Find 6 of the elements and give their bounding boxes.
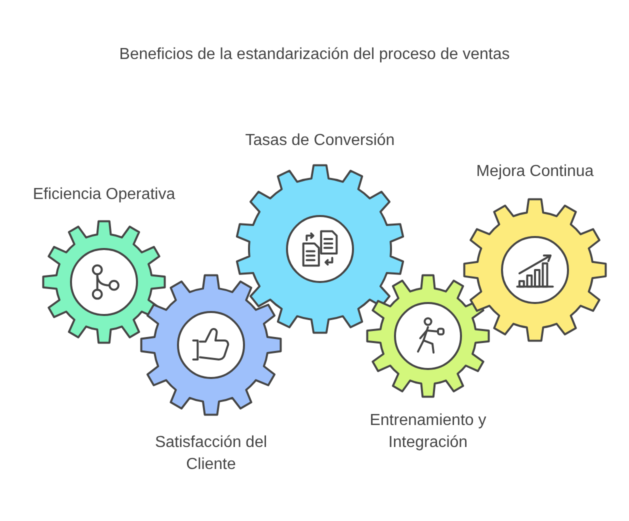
gear-label: Eficiencia Operativa [32, 185, 176, 205]
gear-label: Mejora Continua [475, 162, 595, 182]
gear-label: Satisfacción del Cliente [154, 433, 268, 475]
title: Beneficios de la estandarización del proceso de ventas [118, 45, 511, 65]
gear-label: Tasas de Conversión [244, 131, 396, 151]
gear-label: Entrenamiento y Integración [368, 411, 488, 453]
